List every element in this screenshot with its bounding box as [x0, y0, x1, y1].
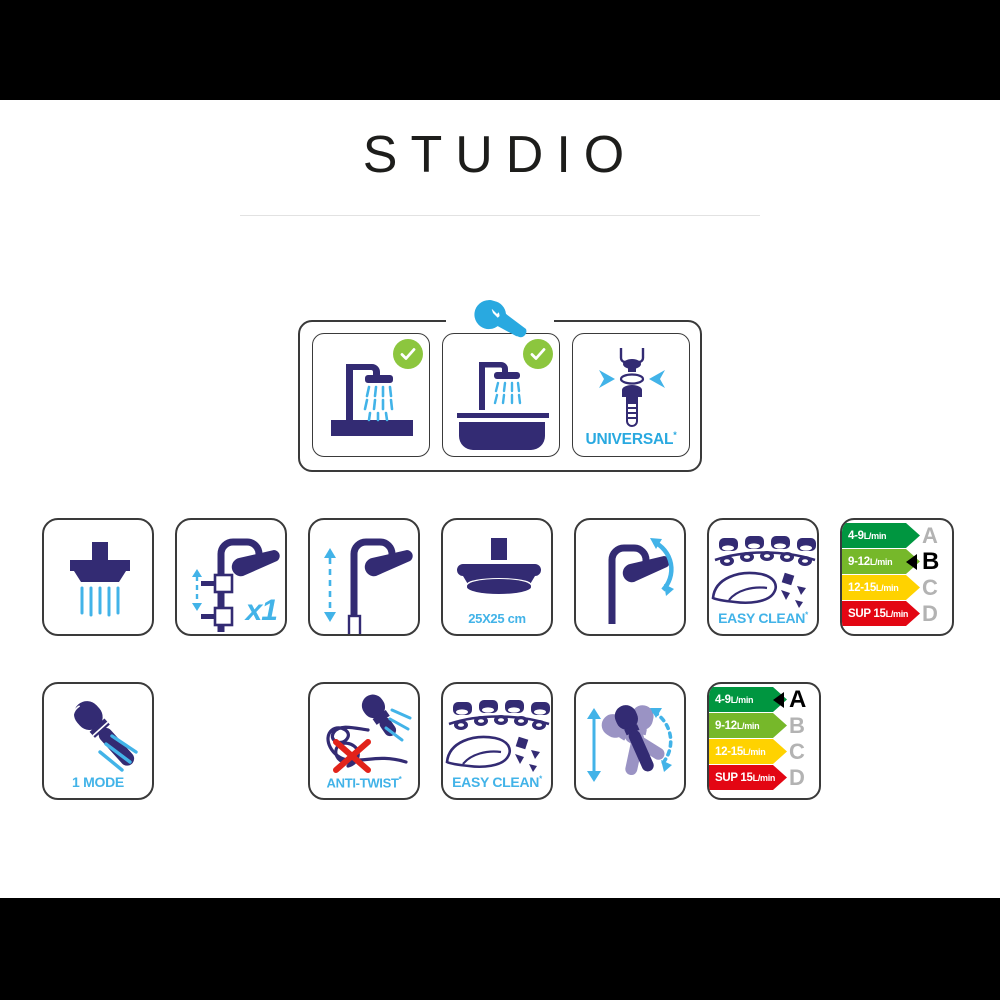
shower-column-brackets-icon — [192, 538, 280, 632]
feature-card-angle-adjustable — [574, 682, 686, 800]
easy-clean-nozzles-icon — [445, 700, 550, 772]
feature-card-anti-twist: ANTI-TWIST* — [308, 682, 420, 800]
feature-card-head-size: 25X25 cm — [441, 518, 553, 636]
install-card-universal: UNIVERSAL* — [572, 333, 690, 457]
feature-card-spray-modes: 1 MODE — [42, 682, 154, 800]
tilting-head-icon — [608, 538, 674, 624]
feature-caption: 1 MODE — [72, 774, 124, 790]
rain-shower-head-icon — [70, 542, 130, 617]
feature-caption: EASY CLEAN* — [718, 610, 808, 626]
letterbox-bottom — [0, 898, 1000, 1000]
feature-card-sliding-bar-brackets: x1 — [175, 518, 287, 636]
universal-label: UNIVERSAL* — [585, 429, 677, 448]
energy-letter-selected: B — [922, 547, 940, 575]
check-icon — [523, 339, 553, 369]
hand-shower-angle-icon — [587, 705, 673, 782]
energy-letter: C — [922, 574, 938, 600]
energy-selection-marker — [773, 691, 784, 708]
energy-band-a: 4-9L/min A — [842, 523, 938, 548]
energy-label-shower-head: 4-9L/min A 9-12L/min B 12-15L/min C SUP … — [840, 518, 954, 636]
universal-connector-icon — [599, 348, 665, 427]
page-title: STUDIO — [362, 126, 638, 184]
feature-card-tilting-head — [574, 518, 686, 636]
energy-letter: D — [922, 600, 938, 626]
install-card-bathtub — [442, 333, 560, 457]
letterbox-top — [0, 0, 1000, 100]
shower-head-side-icon — [457, 538, 541, 594]
feature-card-rain-shower-head — [42, 518, 154, 636]
wrench-icon — [474, 300, 527, 338]
easy-clean-nozzles-icon — [711, 536, 816, 608]
feature-card-easy-clean-head: EASY CLEAN* — [707, 518, 819, 636]
installation-panel: UNIVERSAL* — [298, 320, 702, 472]
install-card-shower-cabin — [312, 333, 430, 457]
energy-band-d: SUP 15L/min D — [709, 765, 805, 790]
title-divider — [240, 215, 760, 216]
shower-cabin-icon — [331, 364, 413, 436]
hand-shower-icon — [72, 701, 138, 772]
energy-band-b: 9-12L/min B — [842, 548, 939, 575]
feature-card-height-adjustable — [308, 518, 420, 636]
check-icon — [393, 339, 423, 369]
energy-letter: C — [789, 738, 805, 764]
feature-caption: ANTI-TWIST* — [326, 774, 402, 790]
energy-band-a: 4-9L/min A — [709, 686, 806, 713]
feature-row-2: 1 MODE — [42, 682, 821, 800]
energy-label-hand-shower: 4-9L/min A 9-12L/min B 12-15L/min C SUP … — [707, 682, 821, 800]
energy-band-b: 9-12L/min B — [709, 713, 805, 738]
height-adjustable-column-icon — [324, 538, 413, 634]
energy-band-c: 12-15L/min C — [709, 739, 805, 764]
feature-card-easy-clean-hand: EASY CLEAN* — [441, 682, 553, 800]
feature-caption: EASY CLEAN* — [452, 774, 542, 790]
feature-row-1: x1 — [42, 518, 954, 636]
energy-selection-marker — [906, 553, 917, 570]
energy-letter: B — [789, 712, 805, 738]
product-spec-sheet: STUDIO — [0, 100, 1000, 898]
feature-caption: 25X25 cm — [468, 611, 526, 626]
energy-letter-selected: A — [789, 685, 807, 713]
bathtub-shower-icon — [457, 362, 549, 450]
energy-band-c: 12-15L/min C — [842, 575, 938, 600]
energy-band-d: SUP 15L/min D — [842, 601, 938, 626]
quantity-badge: x1 — [245, 594, 278, 627]
row2-spacer — [175, 682, 287, 800]
energy-letter: A — [922, 522, 938, 548]
anti-twist-hose-icon — [326, 694, 412, 773]
energy-letter: D — [789, 764, 805, 790]
